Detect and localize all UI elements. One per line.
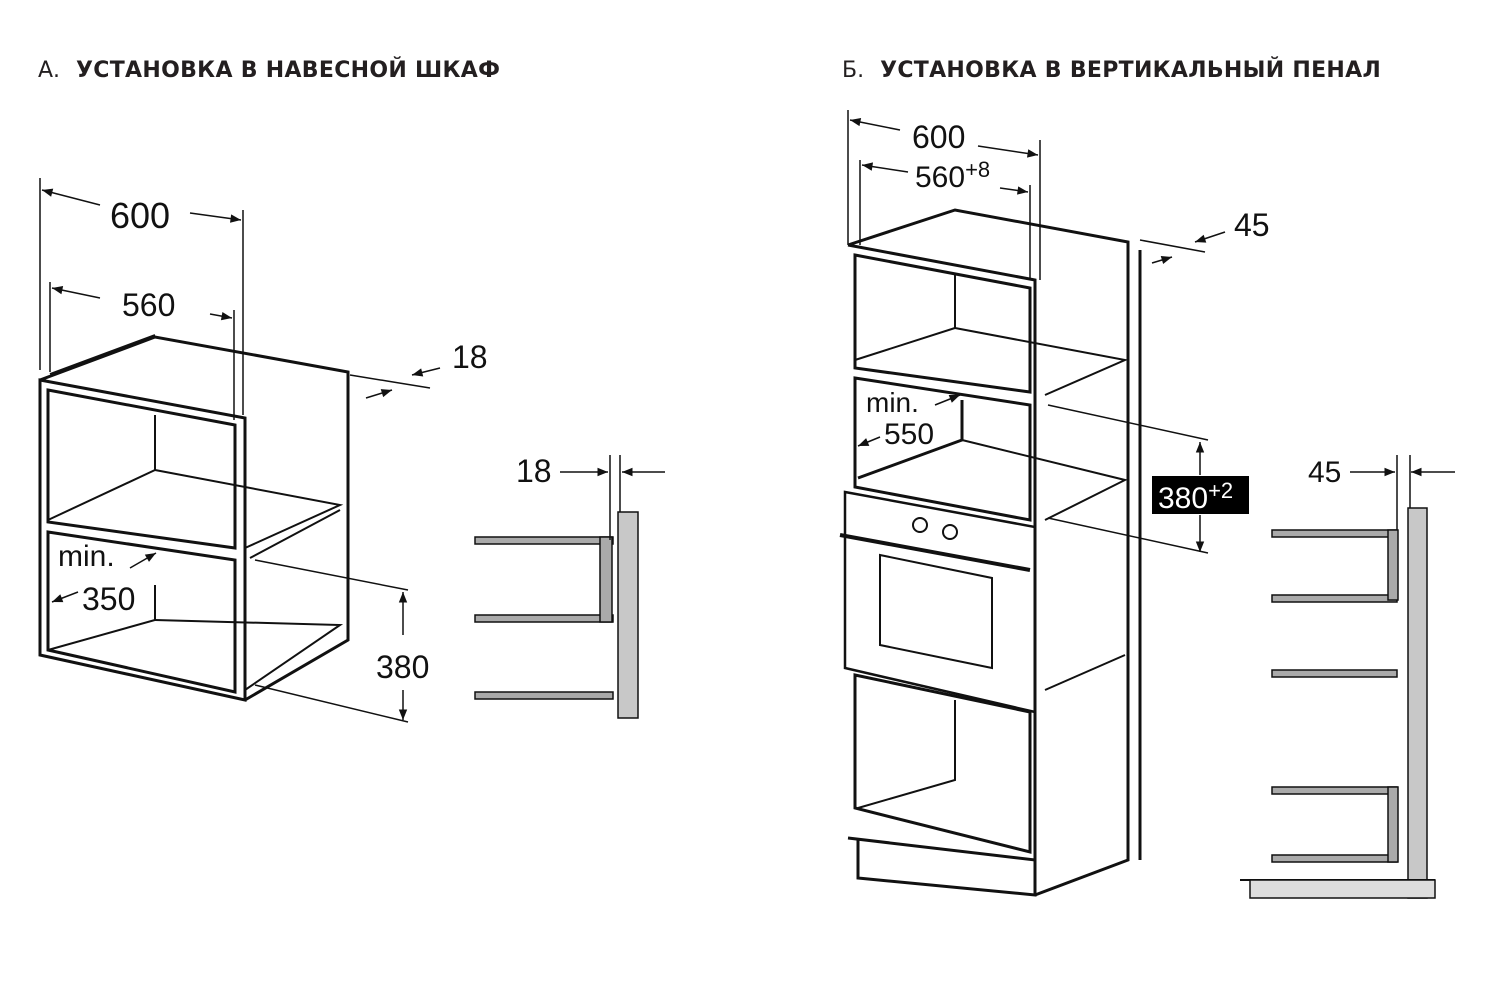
lower-opening (46, 530, 237, 694)
drawing-line (51, 591, 79, 603)
drawing-line (154, 469, 344, 549)
drawing-line (861, 162, 909, 173)
dim-a-560: 560 (122, 287, 175, 323)
drawing-line (411, 367, 441, 377)
wall-cabinet-drawing (38, 334, 639, 719)
bottom-opening (853, 673, 1032, 854)
dimension-lines (39, 110, 1455, 723)
tall-cabinet-drawing (839, 208, 1436, 899)
dim-b-min: min. (866, 387, 919, 418)
dim-a-18: 18 (452, 339, 488, 375)
shelf-section (1271, 854, 1398, 863)
drawing-line (1044, 654, 1126, 691)
dim-a-380: 380 (376, 649, 429, 685)
wall-panel (1407, 507, 1428, 899)
oven-window (879, 553, 993, 670)
drawing-line (49, 334, 156, 375)
tall-cabinet-top-side (847, 208, 1130, 897)
dim-b-380-badge (1152, 476, 1249, 514)
oven-handle (839, 533, 1031, 572)
side-panel (1387, 529, 1399, 601)
shelf-section (1271, 786, 1398, 795)
drawing-line (254, 559, 409, 591)
side-panel (599, 536, 613, 623)
drawing-line (1047, 517, 1209, 554)
drawing-line (189, 212, 242, 223)
drawing-line (349, 374, 431, 389)
dim-b-600: 600 (912, 119, 965, 155)
dim-a-min: min. (58, 540, 115, 573)
drawing-line (209, 311, 233, 321)
drawing-line (41, 188, 101, 206)
dim-b-560: 560+8 (915, 157, 990, 194)
dim-b-380: 380+2 (1158, 478, 1233, 515)
drawing-line (977, 145, 1039, 158)
section-b-title: Б.УСТАНОВКА В ВЕРТИКАЛЬНЫЙ ПЕНАЛ (842, 58, 1382, 83)
drawing-line (249, 509, 341, 559)
drawing-line (999, 186, 1029, 195)
drawing-line (857, 436, 881, 447)
drawing-line (129, 552, 157, 569)
oven-knob (942, 524, 958, 540)
dim-b-550: 550 (884, 418, 934, 451)
shelf-section (1271, 669, 1398, 678)
shelf-section (1271, 529, 1398, 538)
drawing-line (857, 700, 956, 809)
dim-b-side-45: 45 (1308, 456, 1341, 489)
upper-opening (853, 253, 1032, 394)
side-panel (1387, 786, 1399, 863)
oven-knob (912, 517, 928, 533)
shelf-section (474, 614, 614, 623)
drawing-line (1139, 239, 1206, 253)
plinth (856, 838, 1037, 897)
dim-a-350: 350 (82, 581, 135, 617)
microwave-opening (853, 376, 1032, 522)
drawing-line (51, 286, 101, 299)
drawing-line (849, 117, 901, 131)
drawing-line (154, 619, 344, 691)
dim-a-600: 600 (110, 195, 170, 236)
drawing-line (1047, 404, 1209, 441)
shelf-section (1271, 594, 1398, 603)
dim-b-45: 45 (1234, 207, 1270, 243)
upper-opening (46, 388, 237, 550)
drawing-line (254, 684, 409, 723)
wall-panel (617, 511, 639, 719)
section-a-title: А.УСТАНОВКА В НАВЕСНОЙ ШКАФ (38, 58, 501, 83)
drawing-line (854, 275, 956, 361)
shelf-section (474, 691, 614, 700)
drawing-line (47, 415, 156, 521)
floor (1249, 879, 1436, 899)
drawing-line (934, 394, 961, 406)
drawing-line (1151, 255, 1173, 265)
shelf-section (474, 536, 614, 545)
drawing-line (365, 389, 393, 399)
drawing-line (961, 439, 1128, 521)
oven (843, 490, 1037, 714)
drawing-line (954, 327, 1129, 396)
dim-a-side-18: 18 (516, 453, 552, 489)
drawing-line (1194, 231, 1226, 243)
cabinet-top-side (39, 335, 350, 702)
